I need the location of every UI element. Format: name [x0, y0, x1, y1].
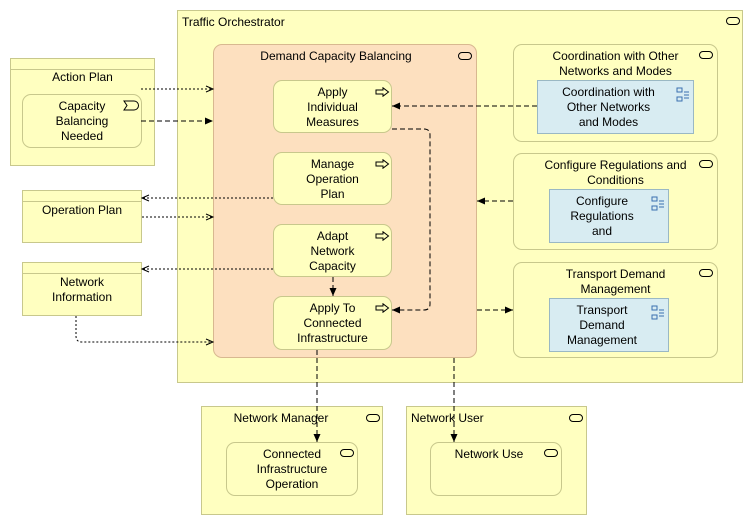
label-line: Manage — [310, 157, 355, 171]
coordination-component-node[interactable]: Coordination with Other Networks and Mod… — [537, 80, 694, 134]
network-user-label: Network User — [411, 411, 484, 425]
label-line: Configure Regulations and — [544, 158, 687, 172]
label-line: Coordination with Other — [552, 49, 679, 63]
service-pill-icon — [366, 414, 380, 422]
transport-component-label: Transport Demand Management — [550, 303, 654, 348]
coordination-group-label: Coordination with Other Networks and Mod… — [514, 49, 717, 79]
connected-infrastructure-operation-node[interactable]: Connected Infrastructure Operation — [226, 442, 358, 496]
label-line: Adapt — [316, 229, 349, 243]
label-line: Demand — [579, 318, 625, 332]
adapt-network-capacity-node[interactable]: Adapt Network Capacity — [273, 224, 392, 277]
label-line: Transport — [576, 303, 628, 317]
label-line: Connected — [262, 447, 322, 461]
label-line: Capacity — [58, 99, 106, 113]
capacity-balancing-needed-node[interactable]: Capacity Balancing Needed — [22, 94, 142, 148]
data-object-header — [23, 191, 141, 202]
process-arrow-icon — [375, 87, 390, 97]
event-icon — [123, 100, 139, 111]
label-line: and Modes — [578, 115, 639, 129]
label-line: Information — [51, 290, 113, 304]
label-line: Plan — [320, 187, 345, 201]
label-line: Operation — [306, 172, 359, 186]
label-line: Transport Demand — [565, 267, 666, 281]
process-arrow-icon — [375, 159, 390, 169]
label-line: Configure — [575, 194, 629, 208]
process-arrow-icon — [375, 303, 390, 313]
data-object-header — [11, 59, 154, 70]
operation-plan-label: Operation Plan — [41, 203, 123, 217]
action-plan-label: Action Plan — [52, 70, 113, 84]
capacity-balancing-needed-label: Capacity Balancing Needed — [23, 99, 141, 144]
label-line: Connected — [303, 316, 362, 330]
label-line: Individual — [307, 100, 358, 114]
traffic-orchestrator-label: Traffic Orchestrator — [182, 15, 285, 29]
service-pill-icon — [340, 449, 354, 457]
label-line: Regulations — [570, 209, 634, 223]
apply-to-connected-infrastructure-node[interactable]: Apply To Connected Infrastructure — [273, 296, 392, 350]
label-line: Measures — [306, 115, 359, 129]
service-pill-icon — [726, 17, 740, 25]
network-manager-label: Network Manager — [233, 411, 329, 425]
service-pill-icon — [699, 160, 713, 168]
network-information-node[interactable]: Network Information — [22, 262, 142, 316]
component-icon — [651, 196, 664, 211]
apply-individual-measures-node[interactable]: Apply Individual Measures — [273, 80, 392, 133]
network-information-label: Network Information — [23, 275, 141, 305]
demand-capacity-balancing-label: Demand Capacity Balancing — [260, 49, 412, 63]
manage-operation-plan-node[interactable]: Manage Operation Plan — [273, 152, 392, 205]
configure-component-label: Configure Regulations and — [550, 194, 654, 239]
apply-individual-measures-label: Apply Individual Measures — [274, 85, 391, 130]
network-use-node[interactable]: Network Use — [430, 442, 562, 496]
transport-component-node[interactable]: Transport Demand Management — [549, 298, 669, 352]
process-arrow-icon — [375, 231, 390, 241]
label-line: Management — [580, 282, 651, 296]
label-line: Operation — [265, 477, 319, 491]
label-line: Balancing — [55, 114, 109, 128]
label-line: Apply — [317, 85, 348, 99]
label-line: Infrastructure — [256, 462, 328, 476]
component-icon — [676, 87, 689, 102]
label-line: Conditions — [587, 173, 644, 187]
transport-group-label: Transport Demand Management — [514, 267, 717, 297]
label-line: Apply To — [309, 301, 356, 315]
component-icon — [651, 305, 664, 320]
label-line: Coordination with — [562, 85, 655, 99]
label-line: Infrastructure — [297, 331, 368, 345]
service-pill-icon — [458, 52, 472, 60]
service-pill-icon — [699, 51, 713, 59]
label-line: Networks and Modes — [559, 64, 672, 78]
apply-to-connected-infrastructure-label: Apply To Connected Infrastructure — [274, 301, 391, 346]
label-line: Network — [310, 244, 355, 258]
manage-operation-plan-label: Manage Operation Plan — [274, 157, 391, 202]
operation-plan-node[interactable]: Operation Plan — [22, 190, 142, 243]
label-line: Capacity — [309, 259, 356, 273]
service-pill-icon — [544, 449, 558, 457]
adapt-network-capacity-label: Adapt Network Capacity — [274, 229, 391, 274]
label-line: Needed — [60, 129, 104, 143]
coordination-component-label: Coordination with Other Networks and Mod… — [538, 85, 679, 130]
service-pill-icon — [569, 414, 583, 422]
label-line: Other Networks — [566, 100, 651, 114]
label-line: and — [591, 224, 613, 238]
connected-infrastructure-operation-label: Connected Infrastructure Operation — [227, 447, 357, 492]
service-pill-icon — [699, 269, 713, 277]
label-line: Management — [566, 333, 638, 347]
network-use-label: Network Use — [454, 447, 524, 461]
data-object-header — [23, 263, 141, 274]
configure-component-node[interactable]: Configure Regulations and — [549, 189, 669, 243]
label-line: Network — [59, 275, 104, 289]
configure-group-label: Configure Regulations and Conditions — [514, 158, 717, 188]
